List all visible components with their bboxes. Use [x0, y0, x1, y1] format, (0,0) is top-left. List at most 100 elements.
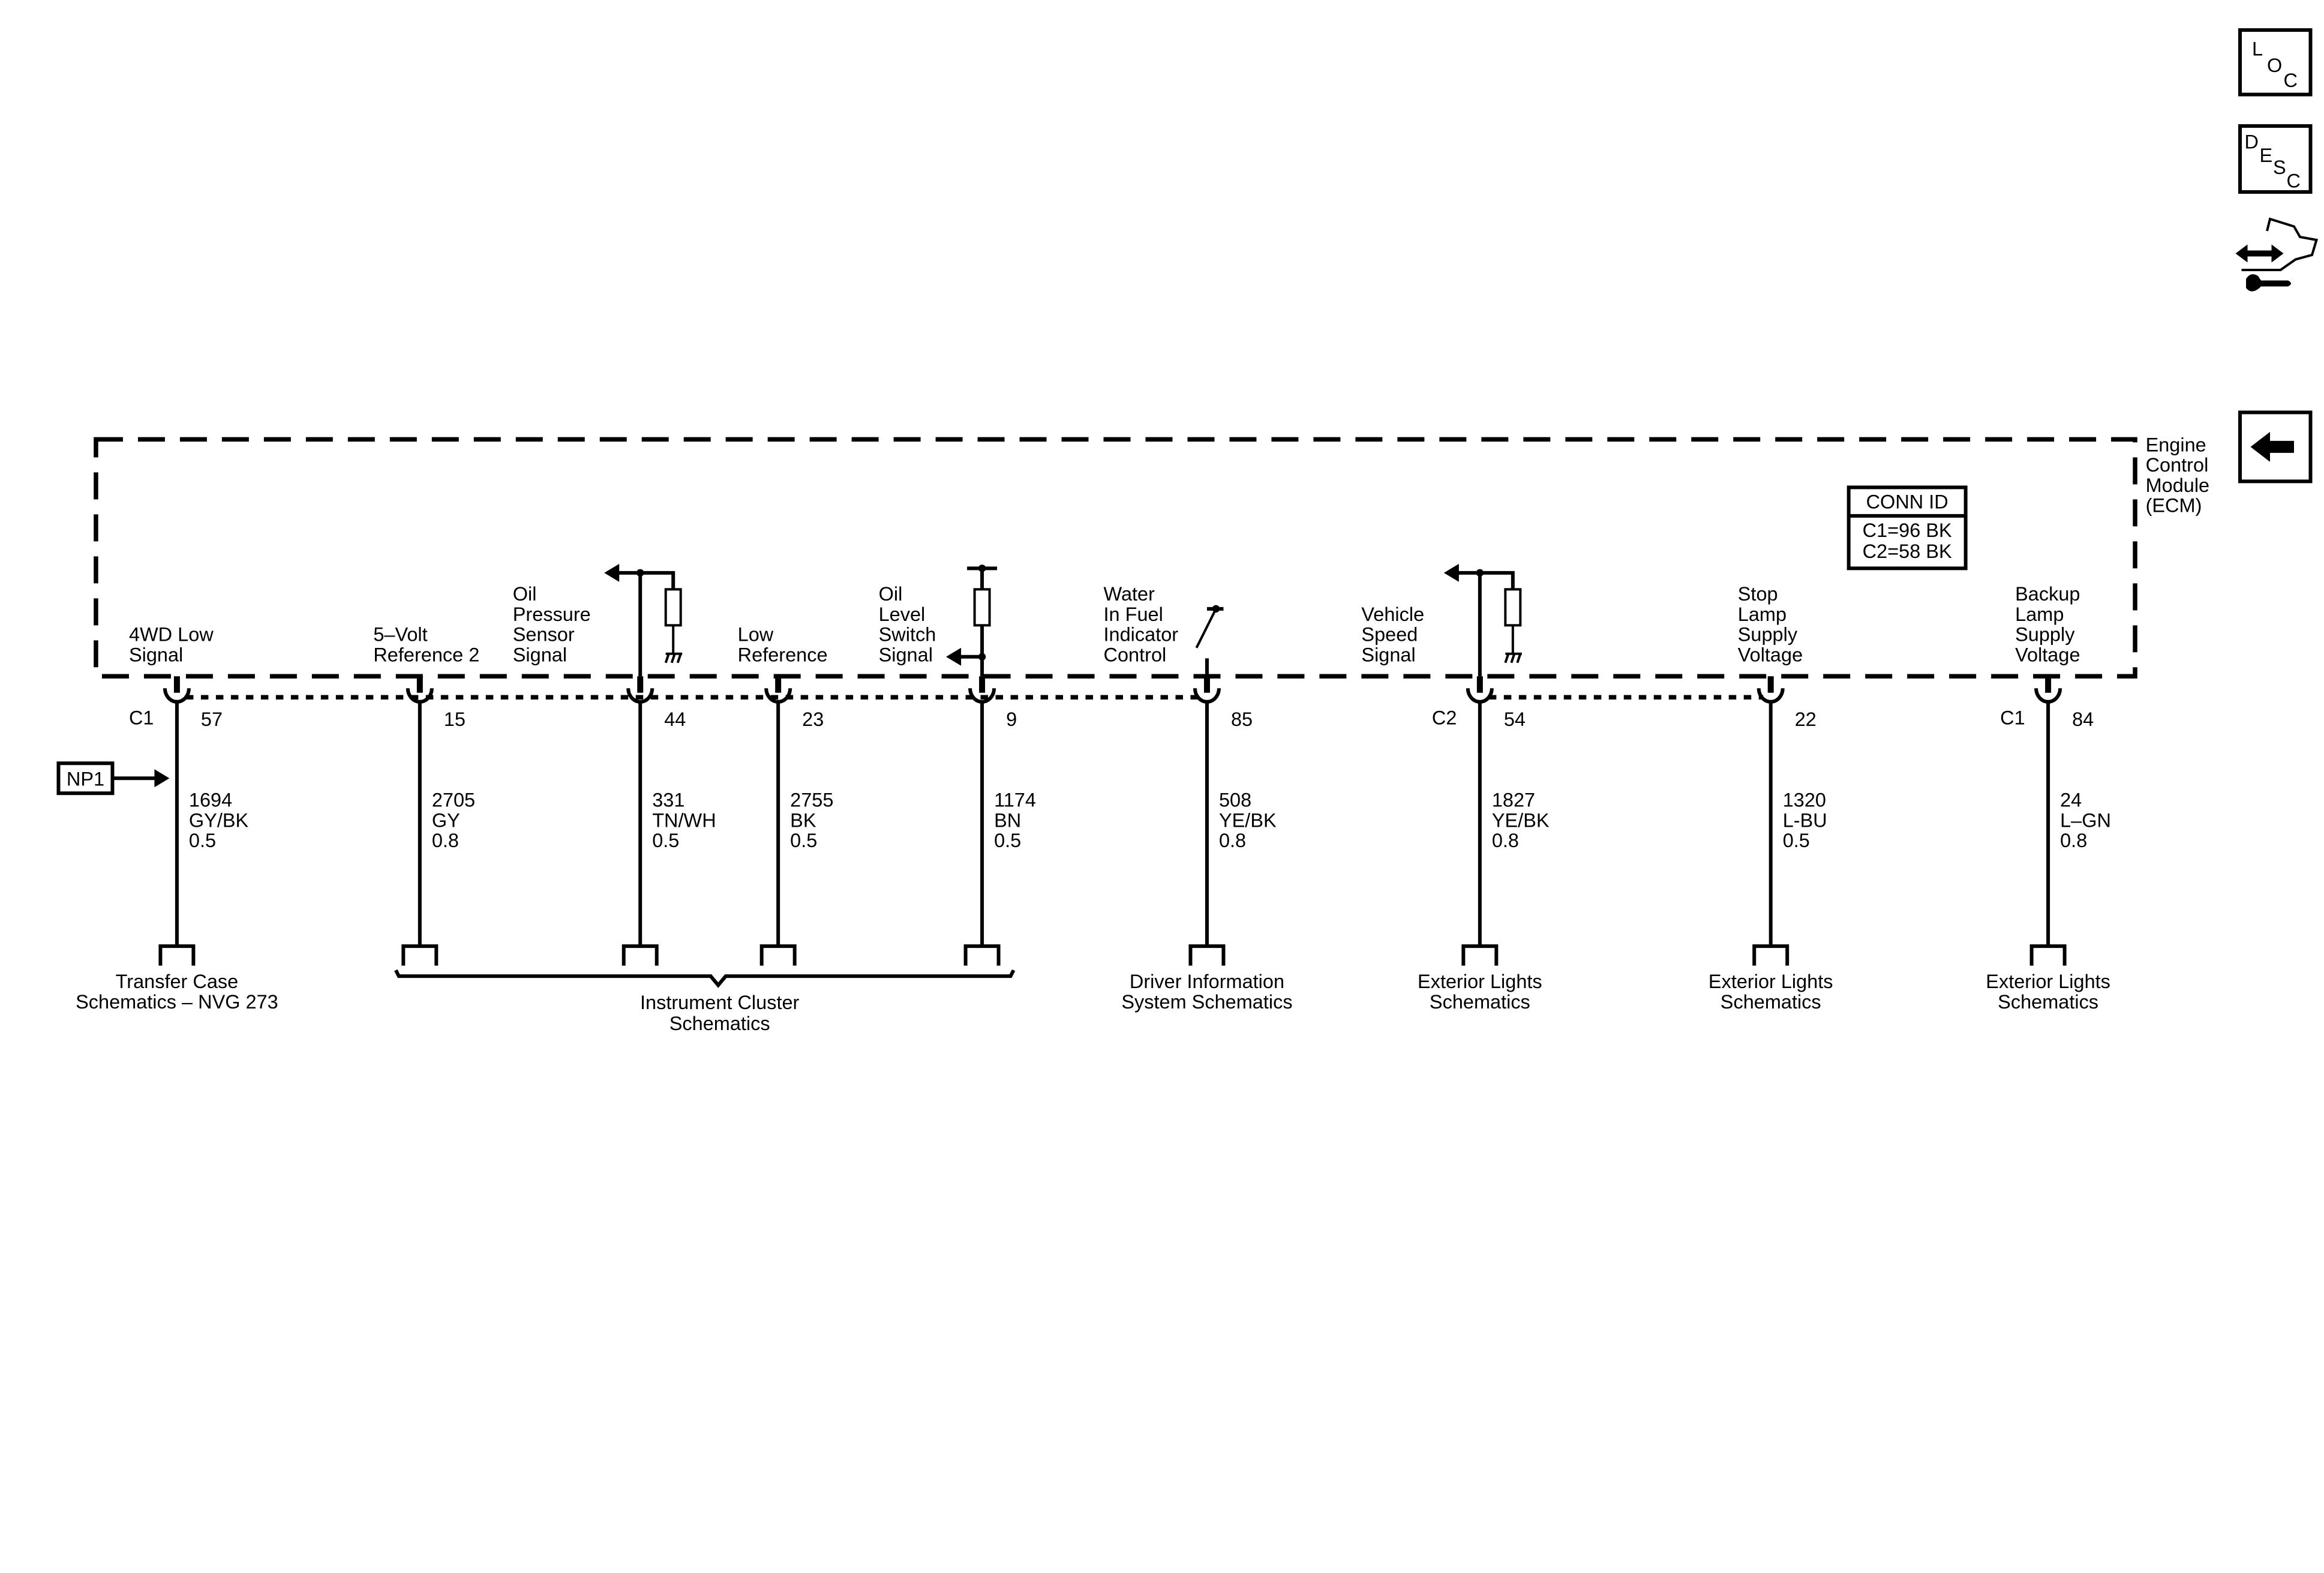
destination-label[interactable]: System Schematics [1121, 991, 1292, 1013]
terminal-connector [963, 944, 1001, 966]
signal-label: Signal [129, 644, 183, 665]
desc-letter: D [2245, 131, 2259, 153]
destination-label[interactable]: Exterior Lights [1709, 971, 1833, 992]
arrow-left-icon [1443, 563, 1459, 582]
ecm-module-boundary [94, 437, 2137, 679]
np1-label: NP1 [67, 769, 104, 790]
module-name-line: (ECM) [2146, 495, 2202, 517]
arrow-left-icon [2250, 431, 2295, 462]
signal-label: Sensor [513, 624, 575, 646]
ground-icon [1504, 652, 1522, 664]
desc-letter: E [2260, 145, 2273, 166]
arrow-right-icon [154, 769, 170, 788]
back-button[interactable] [2238, 410, 2313, 484]
connector-repair-icon[interactable] [2235, 0, 2324, 292]
signal-label: Signal [1361, 644, 1415, 665]
conn-id-line: C2=58 BK [1863, 541, 1952, 562]
resistor-icon [1504, 588, 1522, 627]
wire-circuit: 2755 [790, 789, 833, 811]
pin-circuit-22: StopLampSupplyVoltage221320L-BU0.5Exteri… [1709, 583, 1833, 1013]
signal-label: Backup [2015, 583, 2080, 605]
conn-id-line: C1=96 BK [1863, 520, 1952, 541]
pin-number: 84 [2072, 709, 2094, 730]
signal-label: Lamp [2015, 604, 2064, 625]
terminal-connector [1188, 944, 1226, 966]
signal-label: Water [1104, 583, 1155, 605]
destination-label[interactable]: Schematics – NVG 273 [76, 991, 278, 1013]
pin-number: 15 [444, 709, 466, 730]
wire-size: 0.8 [1219, 830, 1246, 851]
destination-label[interactable]: Exterior Lights [1418, 971, 1542, 992]
instrument-cluster-brace [394, 969, 1016, 988]
oil-level-switch-circuit [946, 565, 998, 677]
destination-label[interactable]: Instrument Cluster [640, 992, 800, 1013]
water-in-fuel-switch [1195, 605, 1224, 677]
terminal-connector [158, 944, 196, 966]
desc-letter: S [2273, 157, 2286, 178]
wire-size: 0.5 [790, 830, 817, 851]
resistor-icon [973, 588, 991, 627]
wire-circuit: 1174 [994, 789, 1036, 811]
signal-label: Reference [738, 644, 828, 665]
np1-reference[interactable]: NP1 [56, 761, 170, 795]
conn-id-table: CONN ID C1=96 BK C2=58 BK [1846, 485, 1968, 571]
terminal-connector [2029, 944, 2067, 966]
signal-label: Stop [1738, 583, 1778, 605]
signal-label: Voltage [1738, 644, 1803, 665]
terminal-connector [1752, 944, 1789, 966]
signal-label: Reference 2 [373, 644, 479, 665]
signal-label: Supply [2015, 624, 2075, 646]
signal-label: Switch [879, 624, 936, 646]
destination-label[interactable]: Schematics [1721, 991, 1821, 1013]
vehicle-speed-circuit [1443, 563, 1522, 677]
oil-pressure-sensor-circuit [604, 563, 683, 677]
terminal-connector [401, 944, 439, 966]
signal-label: In Fuel [1104, 604, 1163, 625]
signal-label: Vehicle [1361, 604, 1424, 625]
signal-label: 5–Volt [373, 624, 427, 646]
wire-color: YE/BK [1492, 809, 1550, 831]
pin-number: 57 [201, 709, 223, 730]
signal-label: Lamp [1738, 604, 1786, 625]
wire-size: 0.5 [994, 830, 1021, 851]
wire-color: GY [432, 809, 460, 831]
loc-button[interactable]: L O C [2238, 28, 2313, 97]
wire-circuit: 1320 [1783, 789, 1826, 811]
destination-label[interactable]: Exterior Lights [1986, 971, 2110, 992]
module-name-line: Module [2146, 475, 2210, 496]
wire-circuit: 2705 [432, 789, 475, 811]
loc-letter: O [2267, 55, 2282, 76]
destination-label[interactable]: Schematics [1998, 991, 2098, 1013]
wire-size: 0.5 [1783, 830, 1810, 851]
destination-label[interactable]: Driver Information [1130, 971, 1284, 992]
switch-icon [1195, 608, 1217, 649]
pin-number: 9 [1006, 709, 1017, 730]
terminal-connector [1461, 944, 1499, 966]
terminal-connector [621, 944, 659, 966]
signal-label: Indicator [1104, 624, 1179, 646]
pin-number: 85 [1231, 709, 1253, 730]
wire-color: GY/BK [189, 809, 249, 831]
connector-id: C2 [1432, 707, 1457, 728]
destination-label[interactable]: Schematics [669, 1013, 770, 1034]
wire-size: 0.5 [189, 830, 216, 851]
signal-label: Control [1104, 644, 1167, 665]
arrow-left-icon [946, 647, 962, 666]
destination-label[interactable]: Schematics [1430, 991, 1530, 1013]
signal-label: Oil [879, 583, 903, 605]
wire-color: YE/BK [1219, 809, 1277, 831]
destination-label[interactable]: Transfer Case [116, 971, 239, 992]
conn-id-title: CONN ID [1866, 491, 1948, 512]
wire-circuit: 1694 [189, 789, 232, 811]
desc-button[interactable]: D E S C [2238, 124, 2313, 194]
signal-label: Signal [513, 644, 567, 665]
signal-label: Level [879, 604, 926, 625]
